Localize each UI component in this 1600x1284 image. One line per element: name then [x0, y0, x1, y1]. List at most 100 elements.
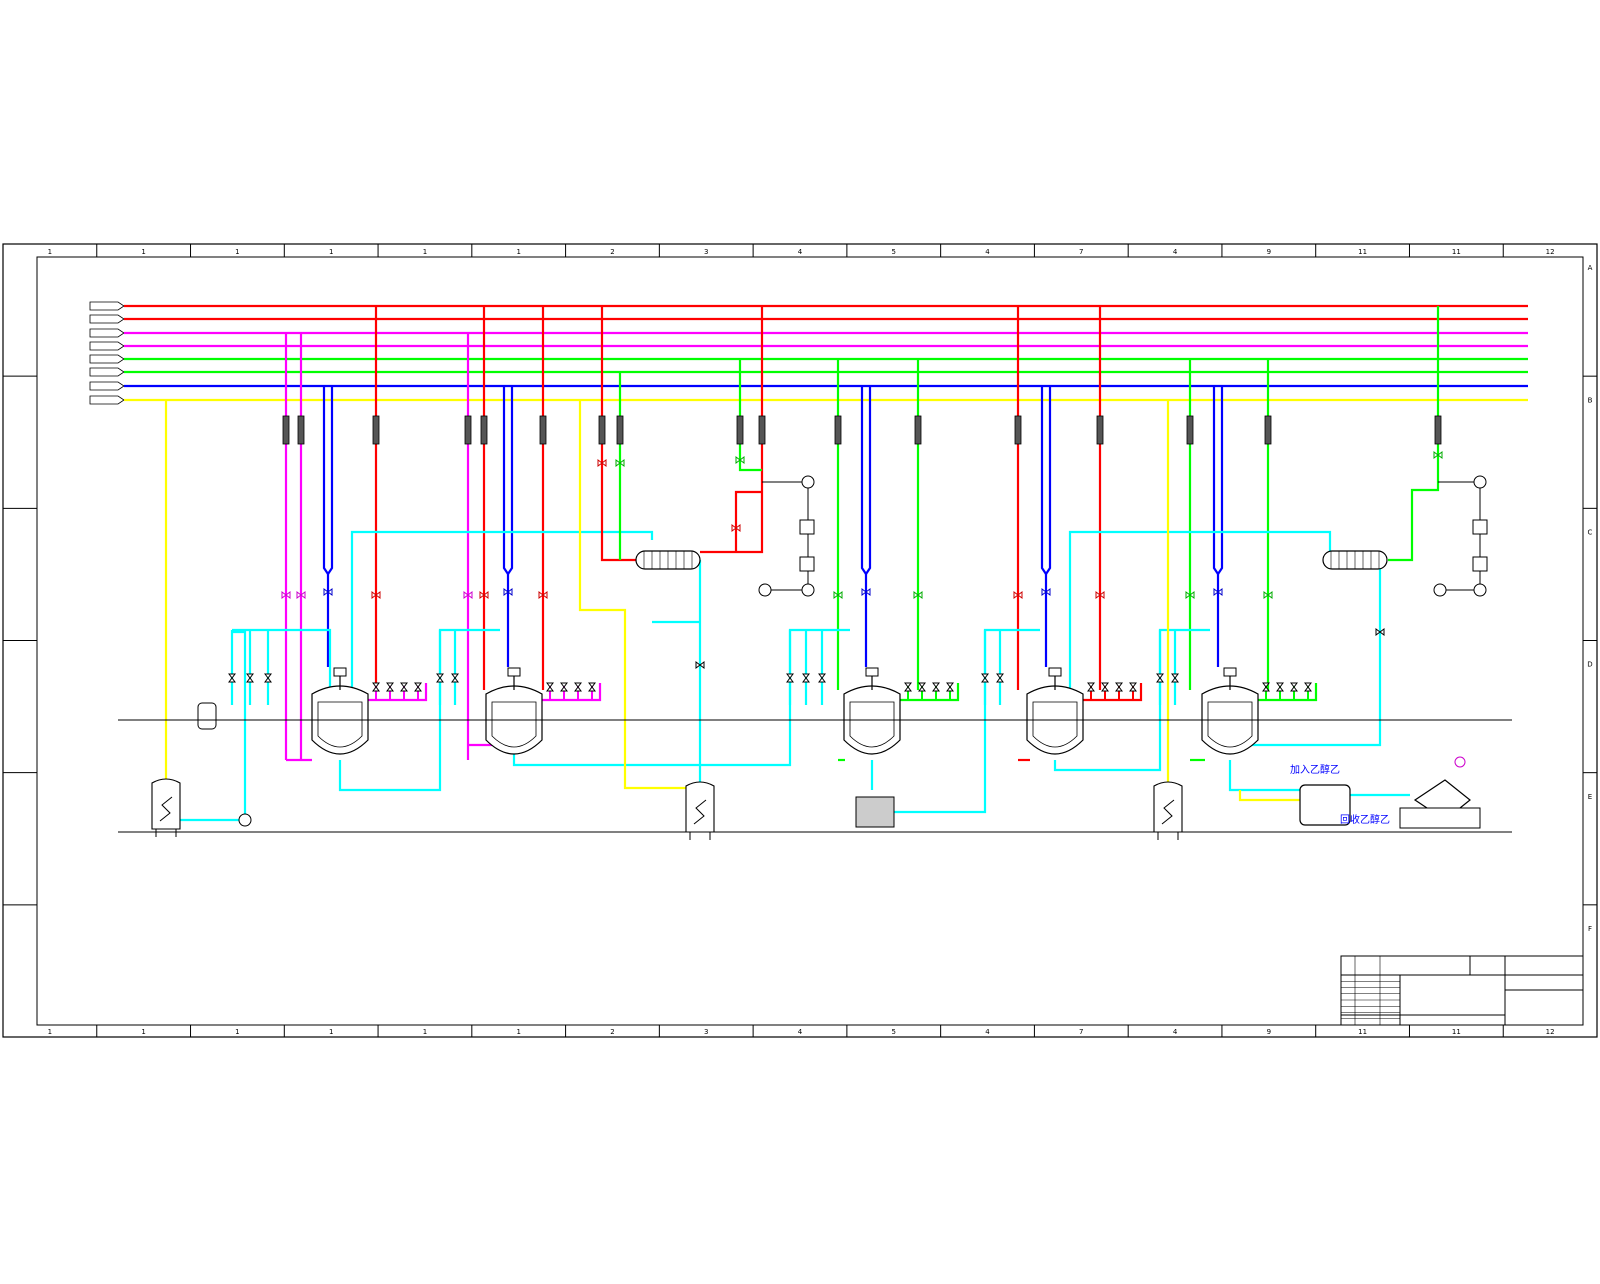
frame-col-number: 4 [798, 248, 803, 256]
valve-icon [786, 673, 794, 683]
frame-col-number: 2 [610, 1028, 614, 1036]
flow-meter-icon [480, 415, 488, 445]
recover-ethanol-label: 回收乙醇乙 [1340, 813, 1390, 826]
valve-icon [414, 682, 422, 692]
valve-icon [1276, 682, 1284, 692]
frame-col-number: 1 [329, 248, 333, 256]
utility-manifold [366, 683, 428, 702]
frame-col-number: 7 [1079, 248, 1083, 256]
valve-icon [1087, 682, 1095, 692]
valve-icon [996, 673, 1004, 683]
valve-icon [372, 682, 380, 692]
valve-icon [538, 591, 548, 599]
utility-manifold [540, 683, 602, 702]
valve-icon [1041, 588, 1051, 596]
pipe-route [180, 630, 247, 822]
instrument-icon [799, 519, 815, 535]
pipe-route [894, 628, 1040, 814]
frame-col-number: 1 [141, 248, 145, 256]
agitator-motor [865, 667, 879, 677]
gauge-icon [1473, 583, 1487, 597]
pipe-route [338, 628, 500, 792]
header-line-tag [89, 341, 125, 351]
receiver-tank-icon [1153, 781, 1183, 833]
frame-col-number: 1 [48, 248, 52, 256]
valve-icon [615, 459, 625, 467]
gauge-icon [1454, 756, 1466, 768]
agitator-motor [1048, 667, 1062, 677]
valve-icon [861, 588, 871, 596]
valve-icon [546, 682, 554, 692]
reactor-jacket [1032, 701, 1078, 748]
pipe-route [700, 306, 764, 554]
flow-meter-icon [914, 415, 922, 445]
reactor-jacket [849, 701, 895, 748]
instrument-icon [1472, 556, 1488, 572]
agitator-motor [1223, 667, 1237, 677]
valve-icon [588, 682, 596, 692]
pipe-route [1238, 790, 1300, 802]
agitator-motor [333, 667, 347, 677]
flow-meter-icon [616, 415, 624, 445]
valve-icon [436, 673, 444, 683]
receiver-tank-icon [151, 778, 181, 830]
pipe-route [1228, 760, 1305, 792]
valve-icon [400, 682, 408, 692]
tank-coil [159, 796, 173, 822]
process-lines [164, 306, 1481, 822]
flow-meter-icon [282, 415, 290, 445]
u-tube-condenser [1212, 386, 1224, 576]
frame-col-number: 11 [1358, 248, 1367, 256]
reactor-jacket [317, 701, 363, 748]
frame-col-number: 5 [892, 248, 896, 256]
frame-col-number: 9 [1267, 1028, 1271, 1036]
filter-icon [855, 796, 895, 828]
frame-row-letter: A [1588, 264, 1593, 272]
frame-col-number: 4 [985, 1028, 990, 1036]
tank-coil [693, 799, 707, 825]
pipe-route [1053, 628, 1210, 772]
reactor-jacket [491, 701, 537, 748]
valve-icon [731, 524, 741, 532]
agitator-motor [507, 667, 521, 677]
header-line-tag [89, 381, 125, 391]
valve-icon [1433, 451, 1443, 459]
valve-icon [1213, 588, 1223, 596]
frame-col-number: 12 [1546, 1028, 1555, 1036]
frame-col-number: 11 [1358, 1028, 1367, 1036]
frame-col-number: 12 [1546, 248, 1555, 256]
flow-meter-icon [1186, 415, 1194, 445]
pipe-route [738, 359, 762, 472]
flow-meter-icon [1014, 415, 1022, 445]
frame-col-number: 3 [704, 248, 708, 256]
header-line-tag [89, 328, 125, 338]
valve-icon [1095, 591, 1105, 599]
u-tube-condenser [322, 386, 334, 576]
frame-col-number: 3 [704, 1028, 708, 1036]
utility-manifold [1256, 683, 1318, 702]
frame-col-number: 1 [516, 248, 520, 256]
reactor-jacket [1207, 701, 1253, 748]
valve-icon [296, 591, 306, 599]
header-line-tag [89, 301, 125, 311]
valve-icon [1290, 682, 1298, 692]
receiver-tank-icon [685, 781, 715, 833]
frame-col-number: 2 [610, 248, 614, 256]
valve-icon [1263, 591, 1273, 599]
frame-col-number: 4 [1173, 248, 1178, 256]
title-block [1340, 955, 1584, 1026]
outer-frame [2, 243, 1598, 1038]
valve-icon [386, 682, 394, 692]
instrument-loop [1438, 481, 1481, 591]
frame-col-number: 1 [329, 1028, 333, 1036]
header-line-tag [89, 354, 125, 364]
frame-col-number: 1 [235, 1028, 239, 1036]
valve-icon [479, 591, 489, 599]
frame-col-number: 1 [235, 248, 239, 256]
utility-manifold [1081, 683, 1143, 702]
frame-col-number: 4 [1173, 1028, 1178, 1036]
valve-icon [918, 682, 926, 692]
frame-row-letter: B [1588, 396, 1593, 404]
u-tube-condenser [860, 386, 872, 576]
